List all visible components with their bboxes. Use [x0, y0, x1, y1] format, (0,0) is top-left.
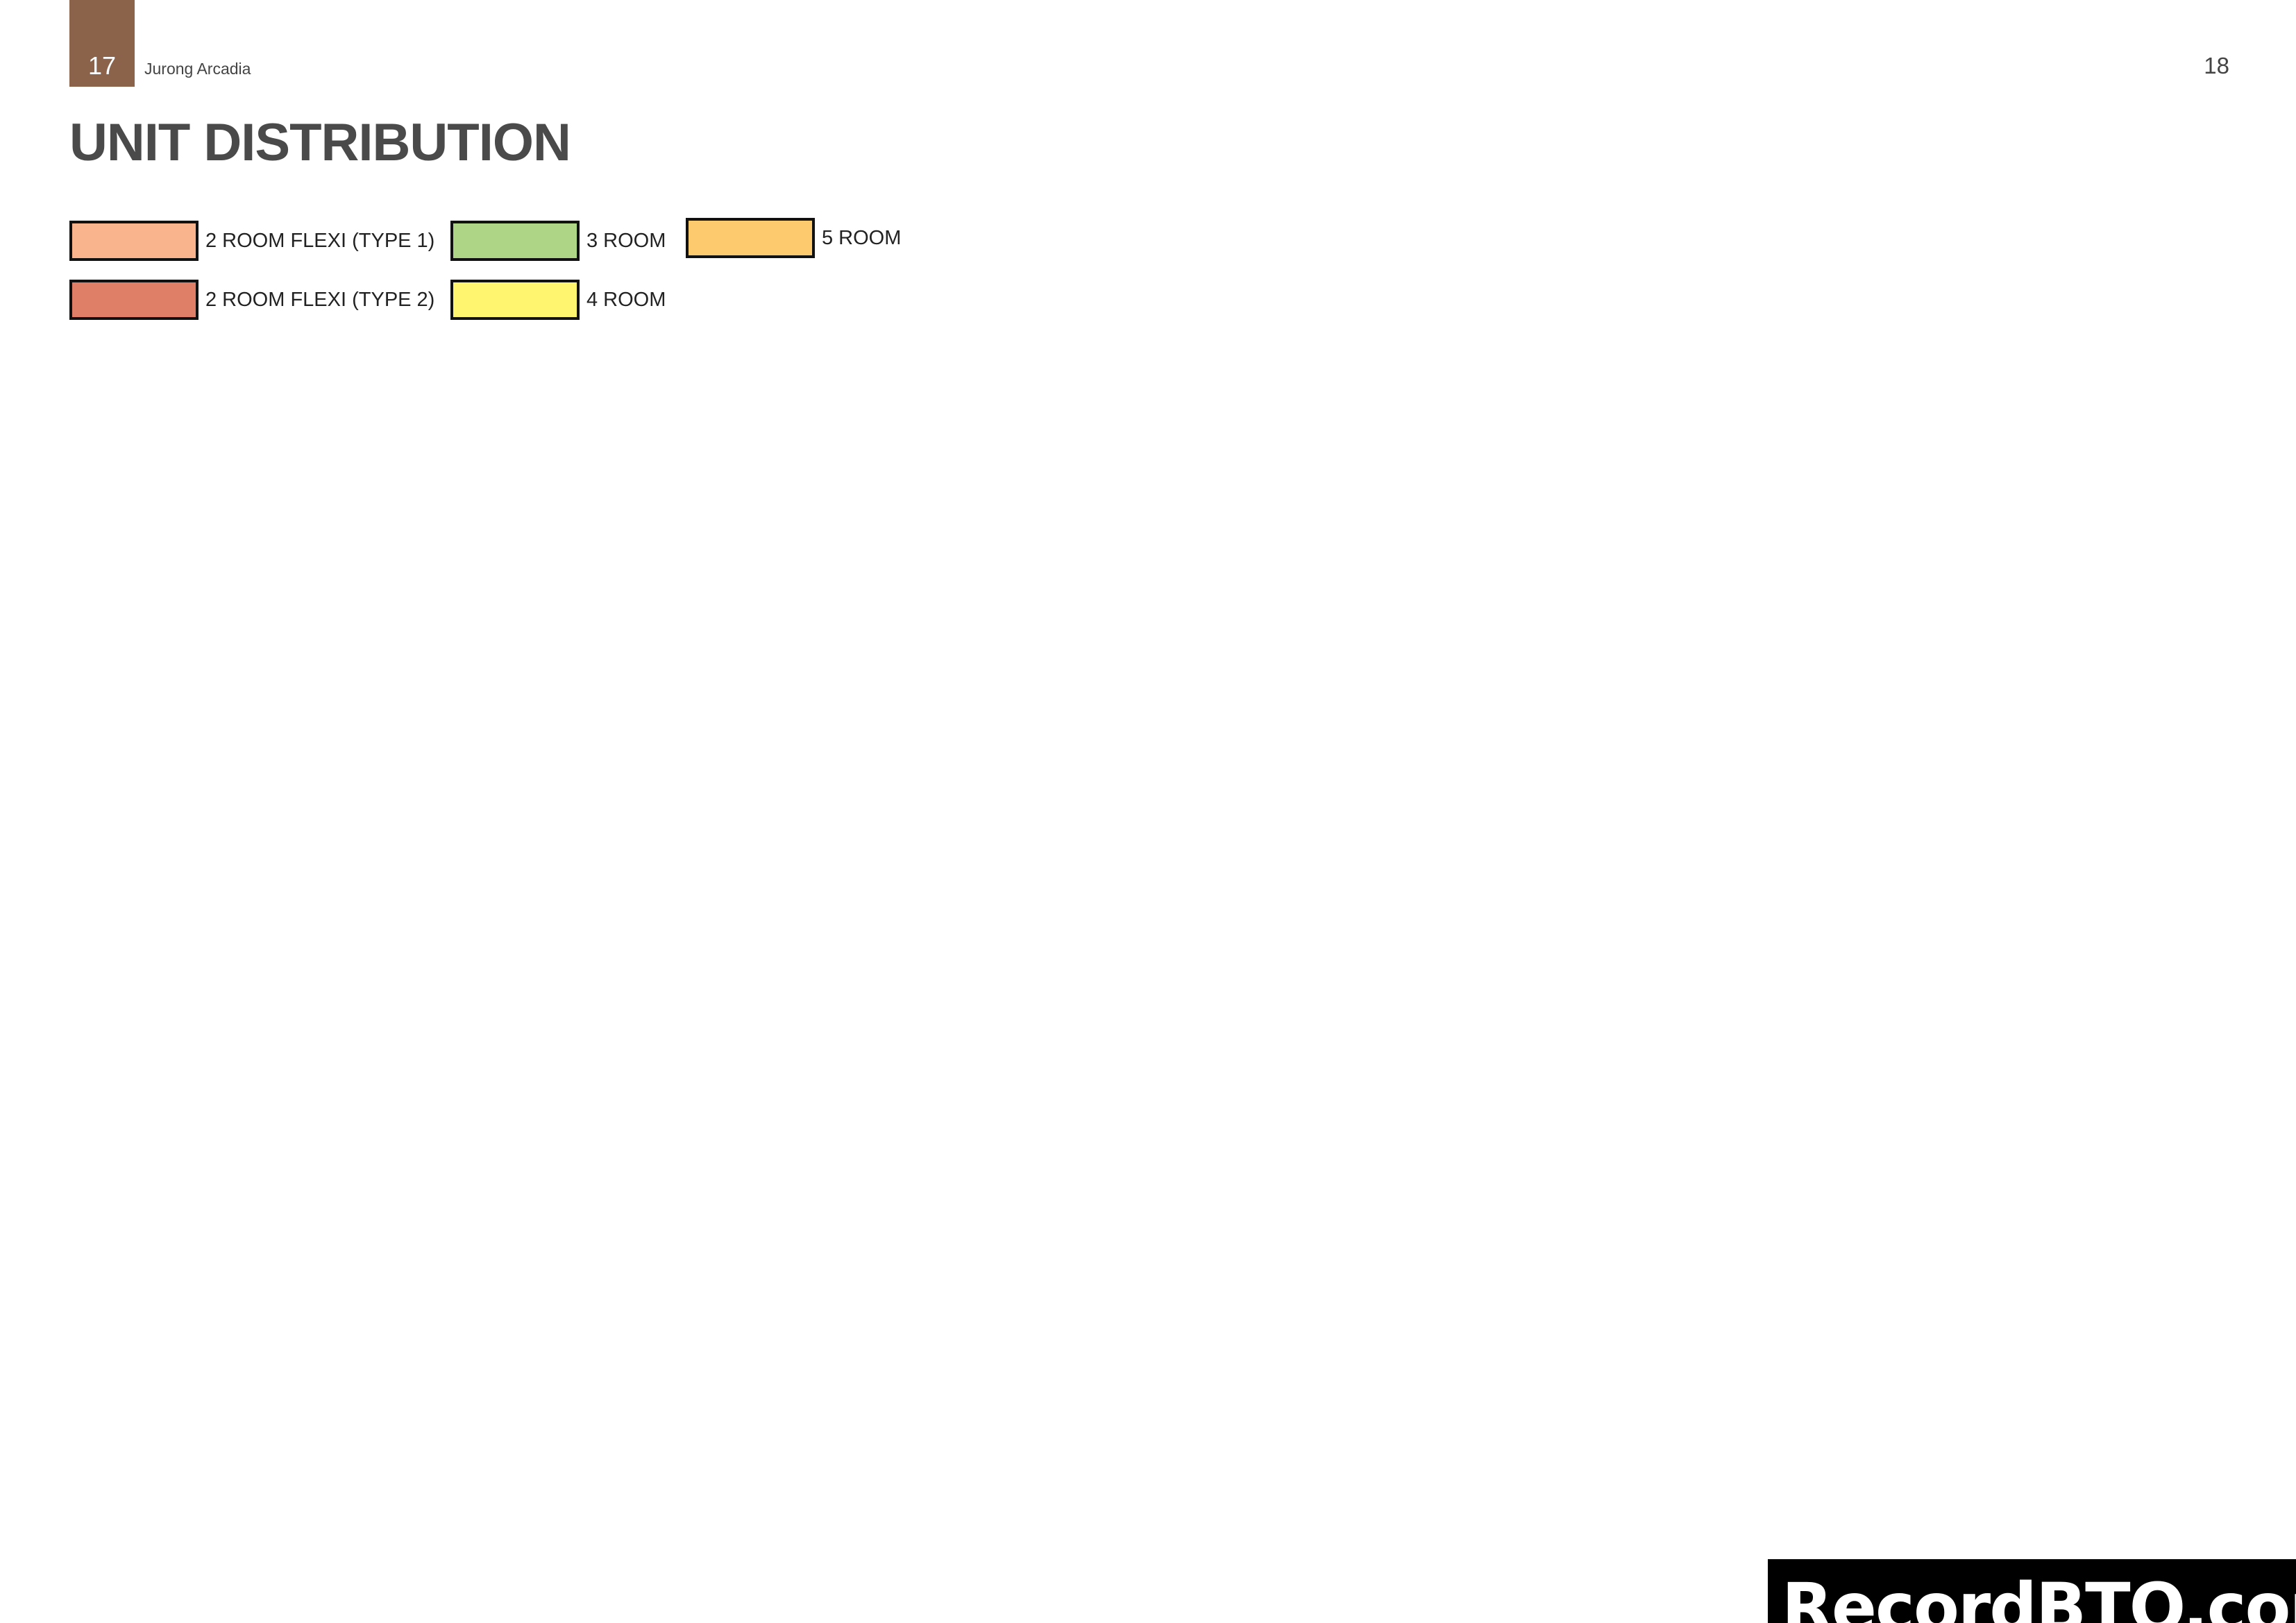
legend-label: 3 ROOM [586, 229, 666, 252]
page-number-tab: 17 [69, 0, 135, 87]
legend-item: 2 ROOM FLEXI (TYPE 2) [69, 280, 434, 320]
page-title: UNIT DISTRIBUTION [69, 113, 571, 172]
legend-label: 4 ROOM [586, 288, 666, 311]
legend-item: 4 ROOM [450, 280, 666, 320]
legend-label: 2 ROOM FLEXI (TYPE 2) [205, 288, 435, 311]
legend-swatch [450, 280, 580, 320]
watermark-text: RecordBTO.com [1782, 1569, 2296, 1623]
legend-swatch [450, 221, 580, 261]
legend-swatch [69, 280, 199, 320]
page-number-left: 17 [87, 51, 117, 80]
page-number-right: 18 [2204, 53, 2229, 78]
legend-item: 3 ROOM [450, 221, 666, 261]
legend-item: 2 ROOM FLEXI (TYPE 1) [69, 221, 434, 261]
watermark: RecordBTO.com [1768, 1559, 2296, 1623]
legend-item: 5 ROOM [686, 218, 901, 258]
legend-label: 5 ROOM [822, 226, 902, 249]
document-name: Jurong Arcadia [144, 60, 251, 78]
legend-swatch [69, 221, 199, 261]
legend-swatch [686, 218, 815, 258]
legend-label: 2 ROOM FLEXI (TYPE 1) [205, 229, 435, 252]
